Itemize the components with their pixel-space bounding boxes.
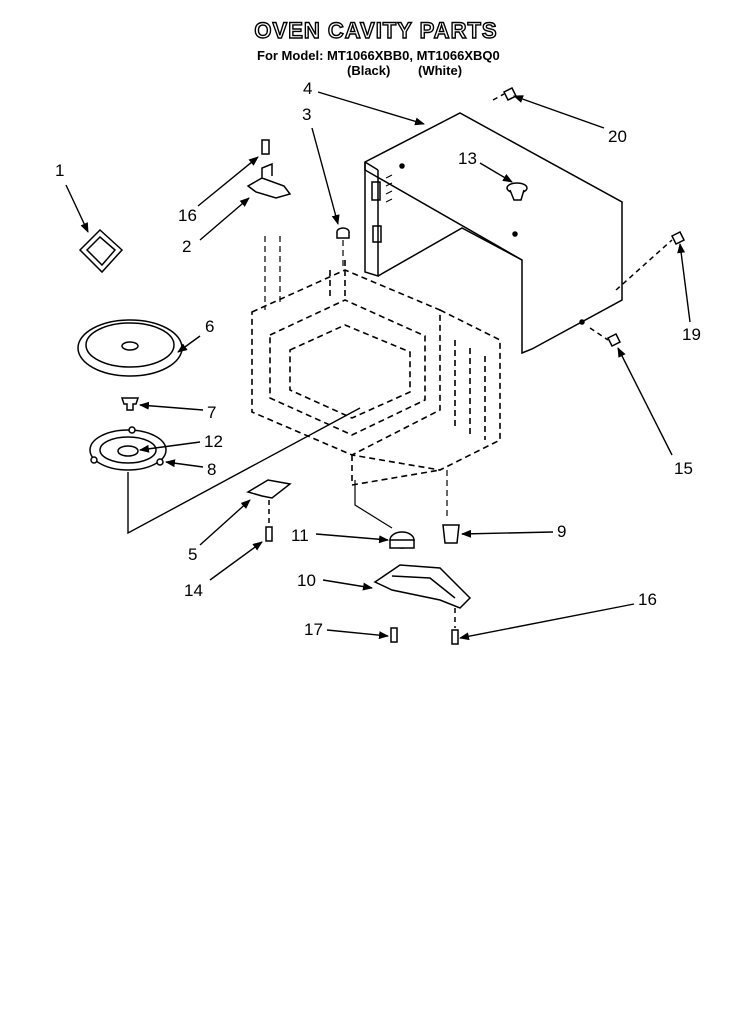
page-title: OVEN CAVITY PARTS [254,17,498,43]
part-9-foot [442,524,460,544]
color-black-label: (Black) [347,63,391,78]
part-13-light-cover [506,182,528,201]
callout-4: 4 [303,79,312,98]
part-8-roller-support [89,407,361,535]
callout-17: 17 [304,620,323,639]
callout-3: 3 [302,105,311,124]
callout-15: 15 [674,459,693,478]
part-5-latch [246,479,292,499]
part-1-gasket [78,228,124,274]
callout-19: 19 [682,325,701,344]
model-line: For Model: MT1066XBB0, MT1066XBQ0 [257,48,500,63]
callout-11: 11 [291,526,309,545]
part-10-bottom-plate [373,564,472,609]
callout-12: 12 [204,432,223,451]
callout-20: 20 [608,127,627,146]
callout-10: 10 [297,571,316,590]
color-white-label: (White) [418,63,463,78]
callout-8: 8 [207,460,216,479]
part-14-screw [265,500,273,542]
callout-labels: 1 2 3 4 5 6 7 8 9 10 11 12 13 14 15 16 1… [55,79,701,639]
oven-cavity-frame [251,236,501,529]
part-11-motor [389,531,415,549]
screws-upper-right [492,86,686,348]
callout-14: 14 [184,581,203,600]
callout-7: 7 [207,403,216,422]
callout-6: 6 [205,317,214,336]
callout-1: 1 [55,161,64,180]
callout-9: 9 [557,522,566,541]
callout-13: 13 [458,149,477,168]
callout-16-upper: 16 [178,206,197,225]
callout-5: 5 [188,545,197,564]
part-6-turntable-tray [77,319,183,377]
callout-2: 2 [182,237,191,256]
callout-16-lower: 16 [638,590,657,609]
outer-cabinet-part [364,112,623,355]
leader-lines [65,91,691,641]
part-2-bracket [246,139,292,199]
part-7-coupler [120,397,140,411]
lower-screws [390,608,459,645]
part-3-grommet [336,227,350,239]
